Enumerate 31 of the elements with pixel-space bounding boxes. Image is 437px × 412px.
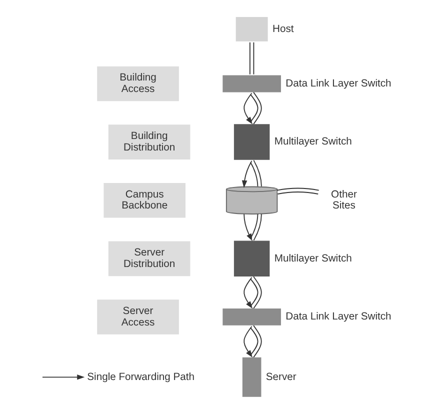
arrow — [244, 277, 253, 309]
node-label: Host — [272, 24, 294, 35]
node-label: Data Link Layer Switch — [286, 78, 392, 90]
node-label: Multilayer Switch — [274, 136, 352, 148]
node-text: Other Sites — [331, 189, 357, 212]
node-box — [236, 16, 268, 42]
connector — [276, 188, 320, 194]
arrow — [244, 92, 253, 124]
node-box — [234, 124, 270, 160]
node-box: Server Distribution — [108, 241, 190, 276]
arrow — [244, 326, 253, 358]
legend-label: Single Forwarding Path — [87, 372, 195, 383]
node-box — [222, 308, 281, 326]
connector — [250, 325, 262, 358]
node-box: Building Distribution — [108, 124, 190, 160]
node-box — [242, 357, 262, 397]
node-label: Server — [266, 372, 296, 383]
connector — [250, 92, 262, 125]
arrow — [244, 214, 252, 242]
node-box: Server Access — [97, 300, 179, 334]
arrow — [242, 160, 252, 188]
node-box: Campus Backbone — [104, 182, 186, 218]
node-label: Data Link Layer Switch — [286, 312, 392, 323]
connector — [250, 276, 262, 309]
node-label: Multilayer Switch — [274, 253, 352, 264]
node-box: Building Access — [97, 66, 179, 102]
node-box — [234, 240, 270, 277]
node-box — [222, 75, 281, 92]
connector — [249, 42, 254, 75]
connector — [250, 214, 262, 241]
connector — [250, 160, 262, 187]
